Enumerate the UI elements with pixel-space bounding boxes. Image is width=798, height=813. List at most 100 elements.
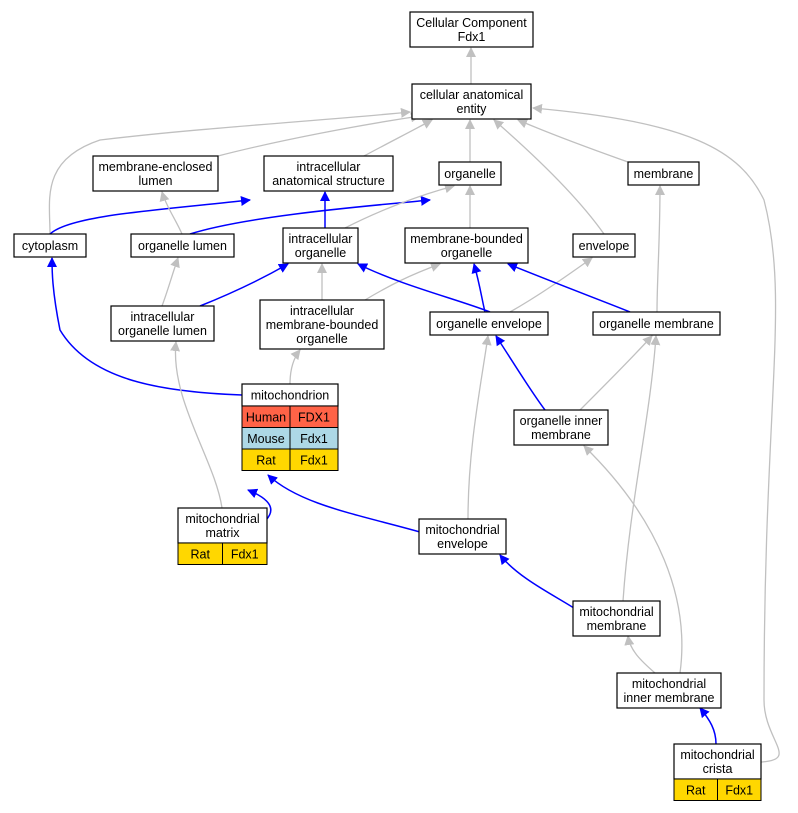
node-label-line: membrane: [587, 619, 647, 633]
node-box: [259, 299, 385, 350]
edge-mim-is-a-oim: [583, 445, 683, 674]
gene-label: Fdx1: [231, 547, 259, 561]
edge-oim-is-a-om: [579, 335, 653, 411]
edge-orl-part-of-org: [189, 195, 431, 235]
gene-cell: [222, 542, 268, 565]
node-box: [92, 155, 219, 192]
node-label-line: organelle: [444, 167, 495, 181]
node-box: [513, 409, 609, 446]
edge-mc-part-of-mim: [699, 707, 717, 745]
node-box: [130, 233, 235, 258]
node-box: [404, 227, 529, 264]
edge-mito-is-a-imbo: [289, 349, 301, 385]
node-box: [13, 233, 87, 258]
node-label-line: cytoplasm: [22, 239, 78, 253]
node-label-line: mitochondrial: [425, 523, 499, 537]
node-label-line: organelle lumen: [118, 324, 207, 338]
node-mem[interactable]: membrane: [627, 161, 700, 186]
node-label-line: membrane-enclosed: [99, 160, 213, 174]
node-label-line: matrix: [205, 526, 240, 540]
node-box: [411, 83, 532, 120]
node-label-line: organelle: [441, 246, 492, 260]
species-label: Human: [246, 410, 286, 424]
node-label-line: membrane-bounded: [266, 318, 379, 332]
edge-oe-is-a-env: [509, 257, 593, 313]
edge-ias-is-a-cae: [363, 119, 433, 157]
node-box: [572, 600, 661, 637]
node-oe[interactable]: organelle envelope: [429, 311, 549, 336]
edge-me-is-a-oe: [467, 335, 492, 520]
edge-oe-part-of-mbo: [471, 263, 486, 313]
node-label-line: cellular anatomical: [420, 88, 524, 102]
node-env[interactable]: envelope: [572, 233, 636, 258]
gene-label: Fdx1: [725, 783, 753, 797]
node-orl[interactable]: organelle lumen: [130, 233, 235, 258]
edge-mm-part-of-mito: [247, 488, 272, 521]
node-label-line: organelle membrane: [599, 317, 714, 331]
edge-oe-part-of-io: [357, 263, 491, 313]
node-org[interactable]: organelle: [438, 161, 502, 186]
species-label: Rat: [686, 783, 706, 797]
edge-mem-is-a-cae: [517, 118, 629, 163]
node-label-line: lumen: [138, 174, 172, 188]
node-label-line: Cellular Component: [416, 16, 527, 30]
node-box: [572, 233, 636, 258]
edge-env-is-a-cae: [493, 119, 605, 235]
edge-oim-part-of-oe: [495, 335, 546, 411]
node-box: [429, 311, 549, 336]
node-label-line: intracellular: [290, 304, 354, 318]
node-label-line: organelle: [296, 332, 347, 346]
node-label-line: mitochondrial: [185, 512, 259, 526]
node-box: [418, 518, 507, 555]
node-box: [616, 672, 722, 709]
node-label-line: organelle inner: [520, 414, 603, 428]
node-label-line: crista: [703, 762, 733, 776]
node-label-line: envelope: [579, 239, 630, 253]
gene-label: Fdx1: [300, 453, 328, 467]
node-om[interactable]: organelle membrane: [592, 311, 721, 336]
gene-cell: [717, 778, 762, 801]
node-box: [592, 311, 721, 336]
edge-mel-is-a-cae: [217, 112, 421, 157]
edge-mc-is-a-cae: [532, 103, 780, 763]
node-cyt[interactable]: cytoplasm: [13, 233, 87, 258]
edge-mmem-is-a-om: [622, 335, 661, 602]
node-box: [438, 161, 502, 186]
node-label-line: intracellular: [289, 232, 353, 246]
edge-iol-is-a-orl: [161, 257, 180, 307]
edge-mmem-part-of-me: [499, 554, 581, 613]
node-label-line: anatomical structure: [272, 174, 385, 188]
edges-layer: [47, 47, 780, 763]
edge-mim-is-a-mmem: [624, 635, 656, 674]
edge-me-part-of-mito: [267, 474, 421, 533]
node-label-line: organelle: [295, 246, 346, 260]
species-label: Mouse: [247, 432, 285, 446]
node-label-line: mitochondrial: [680, 748, 754, 762]
node-box: [627, 161, 700, 186]
edge-om-is-a-mem: [654, 185, 665, 313]
edge-mm-is-a-iol: [170, 341, 223, 509]
species-label: Rat: [191, 547, 211, 561]
node-label-line: membrane-bounded: [410, 232, 523, 246]
node-box: [409, 11, 534, 48]
node-label-line: intracellular: [297, 160, 361, 174]
node-label-line: entity: [457, 102, 488, 116]
node-label-line: membrane: [531, 428, 591, 442]
